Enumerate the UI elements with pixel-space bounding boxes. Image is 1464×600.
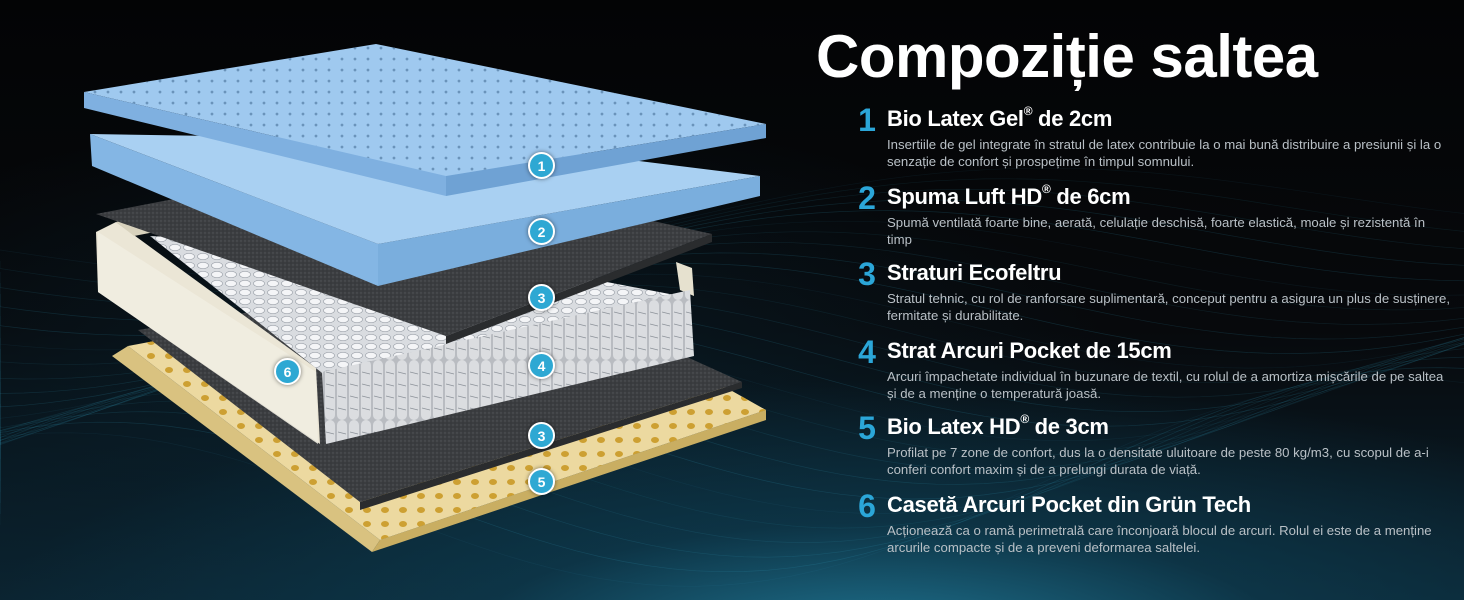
registered-mark: ®	[1020, 412, 1029, 426]
layer-name-text: Bio Latex HD	[887, 414, 1021, 439]
layer-badge: 2	[528, 218, 555, 245]
layer-name-text: Bio Latex Gel	[887, 106, 1024, 131]
layer-name: Bio Latex HD® de 3cm	[887, 412, 1109, 440]
layer-name: Casetă Arcuri Pocket din Grün Tech	[887, 492, 1251, 518]
layer-name-suffix: de 2cm	[1032, 106, 1113, 131]
layer-name-text: Casetă Arcuri Pocket din Grün Tech	[887, 492, 1251, 517]
layer-description: Profilat pe 7 zone de confort, dus la o …	[887, 445, 1429, 477]
layer-name: Spuma Luft HD® de 6cm	[887, 182, 1131, 210]
layer-name-text: Straturi Ecofeltru	[887, 260, 1062, 285]
layer-description: Spumă ventilată foarte bine, aerată, cel…	[887, 215, 1426, 247]
layer-number: 2	[858, 180, 876, 216]
layer-badge: 1	[528, 152, 555, 179]
layer-number: 1	[858, 102, 876, 138]
layer-number: 4	[858, 334, 876, 370]
mattress-exploded-view	[84, 44, 766, 552]
layer-number: 3	[858, 256, 876, 292]
registered-mark: ®	[1041, 182, 1051, 196]
layer-name-suffix: de 3cm	[1028, 414, 1109, 439]
layer-badge: 6	[274, 358, 301, 385]
layer-badge: 3	[528, 422, 555, 449]
layer-description: Acționează ca o ramă perimetrală care în…	[887, 523, 1432, 555]
layer-badge: 5	[528, 468, 555, 495]
layer-description: Arcuri împachetate individual în buzunar…	[887, 369, 1444, 401]
layer-name-suffix: de 6cm	[1050, 184, 1131, 209]
layer-number: 6	[858, 488, 876, 524]
layer-name: Straturi Ecofeltru	[887, 260, 1062, 286]
gel-latex-layer	[84, 44, 766, 196]
page-title: Compoziție saltea	[816, 23, 1318, 90]
registered-mark: ®	[1023, 104, 1033, 118]
wave-line	[0, 377, 1464, 587]
layer-name-text: Spuma Luft HD	[887, 184, 1042, 209]
layer-description: Insertiile de gel integrate în stratul d…	[887, 137, 1442, 169]
layer-badge: 3	[528, 284, 555, 311]
layer-description: Stratul tehnic, cu rol de ranforsare sup…	[887, 291, 1450, 323]
layer-badge: 4	[528, 352, 555, 379]
layer-name: Bio Latex Gel® de 2cm	[887, 104, 1113, 132]
layer-name: Strat Arcuri Pocket de 15cm	[887, 338, 1172, 364]
layer-name-text: Strat Arcuri Pocket de 15cm	[887, 338, 1172, 363]
layer-number: 5	[858, 410, 876, 446]
